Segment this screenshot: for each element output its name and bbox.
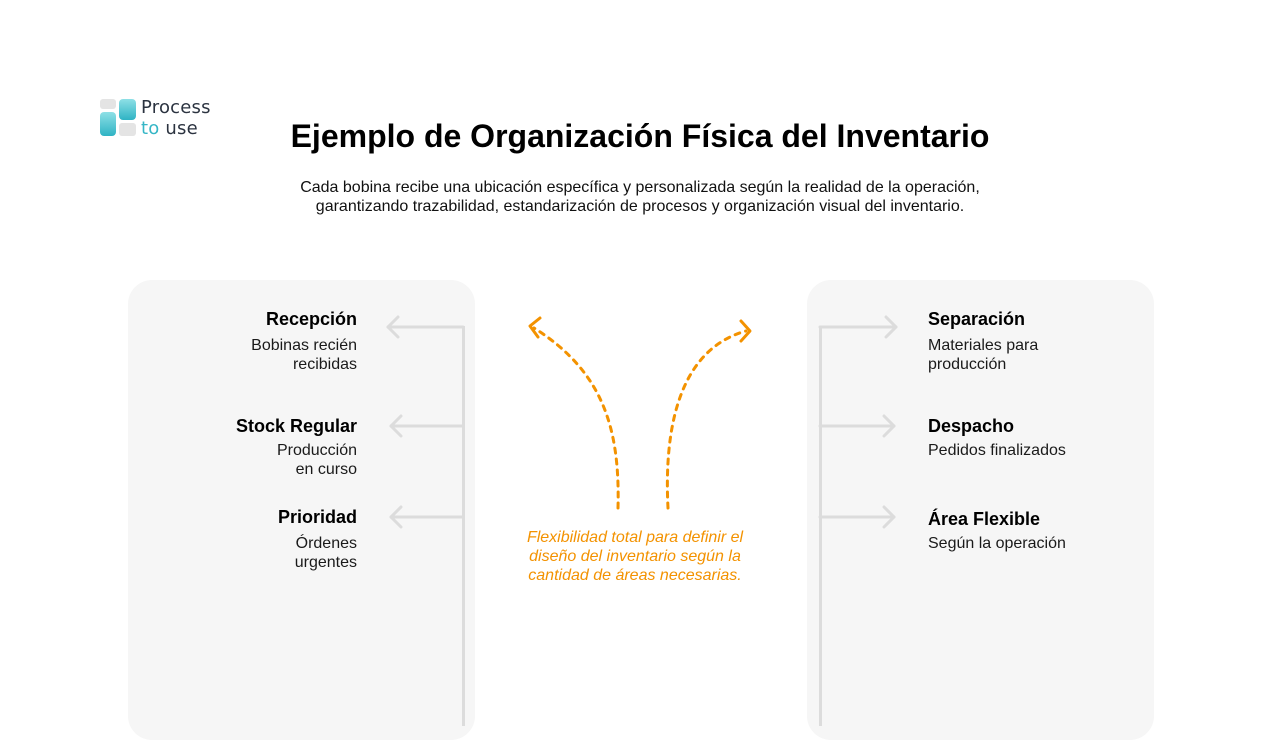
flexibility-note: Flexibilidad total para definir el diseñ… [500,528,770,585]
area-recepcion: Recepción Bobinas recién recibidas [117,308,357,374]
area-description: Pedidos finalizados [928,441,1168,460]
area-description: Órdenes urgentes [117,534,357,572]
right-connector-trunk [819,326,822,726]
note-line-3: cantidad de áreas necesarias. [528,567,742,584]
logo-wordmark: Process to use [141,97,211,139]
area-flexible: Área Flexible Según la operación [928,508,1168,553]
area-prioridad: Prioridad Órdenes urgentes [117,506,357,572]
area-description: Materiales para producción [928,336,1168,374]
area-description: Según la operación [928,534,1168,553]
area-title: Despacho [928,416,1015,436]
flex-arrow-left [528,316,620,510]
area-desc-line-1: Pedidos finalizados [928,442,1066,459]
area-title: Recepción [265,309,357,329]
subtitle-line-2: garantizando trazabilidad, estandarizaci… [315,198,965,215]
area-desc-line-2: en curso [295,461,357,478]
logo-grid-icon [100,99,136,136]
process-to-use-logo: Process to use [100,97,240,139]
area-title: Separación [928,309,1026,329]
area-desc-line-1: Materiales para [928,337,1039,354]
area-desc-line-2: producción [928,356,1007,373]
flex-arrow-right [665,319,752,510]
page-subtitle: Cada bobina recibe una ubicación específ… [240,178,1040,216]
area-despacho: Despacho Pedidos finalizados [928,415,1168,460]
left-areas-panel [128,280,475,740]
area-desc-line-2: urgentes [294,554,357,571]
area-stock-regular: Stock Regular Producción en curso [117,415,357,479]
page-title: Ejemplo de Organización Física del Inven… [290,118,990,154]
note-line-2: diseño del inventario según la [529,548,741,565]
area-desc-line-1: Bobinas recién [251,337,357,354]
subtitle-line-1: Cada bobina recibe una ubicación específ… [300,179,980,196]
area-description: Producción en curso [117,441,357,479]
left-connector-trunk [462,326,465,726]
area-description: Bobinas recién recibidas [117,336,357,374]
area-desc-line-1: Según la operación [928,535,1066,552]
area-title: Stock Regular [235,416,357,436]
area-desc-line-2: recibidas [292,356,357,373]
logo-word-process: Process [141,97,211,118]
area-desc-line-1: Producción [276,442,357,459]
right-areas-panel [807,280,1154,740]
note-line-1: Flexibilidad total para definir el [526,529,744,546]
area-title: Prioridad [277,507,357,527]
logo-word-to: to [141,118,160,139]
area-separacion: Separación Materiales para producción [928,308,1168,374]
area-desc-line-1: Órdenes [295,535,357,552]
logo-word-use: use [165,118,198,139]
area-title: Área Flexible [928,509,1041,529]
